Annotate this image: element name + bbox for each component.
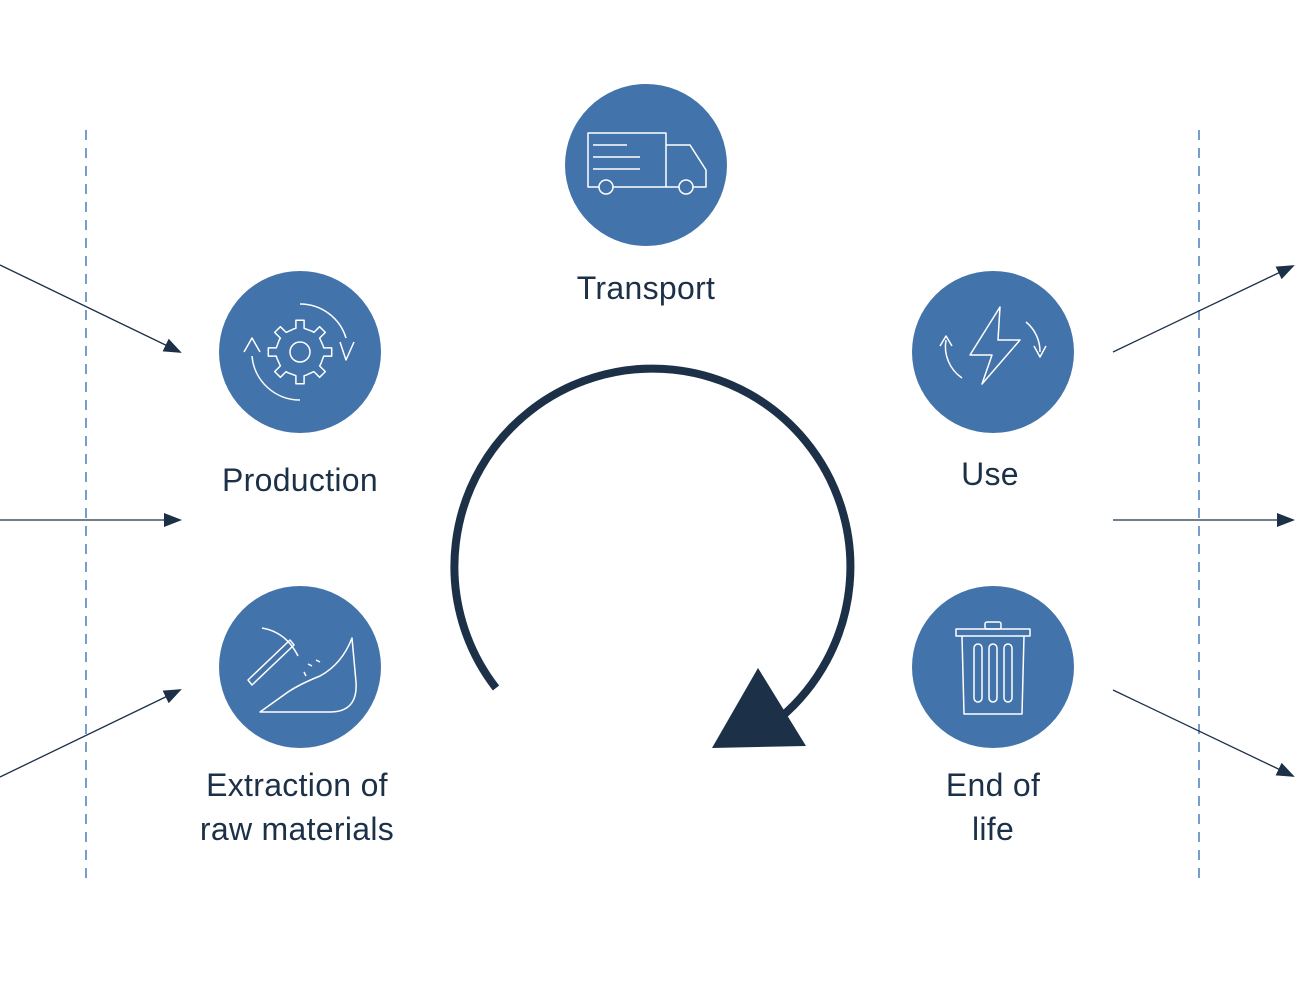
pickaxe-mining-icon	[247, 627, 357, 713]
end-of-life-label-line2: life	[971, 811, 1015, 847]
end-of-life-stage-circle	[912, 586, 1074, 748]
use-label: Use	[961, 456, 1019, 492]
gear-cycle-icon	[243, 303, 355, 401]
energy-cycle-icon	[939, 306, 1047, 385]
extraction-label-line2: raw materials	[199, 811, 395, 847]
input-arrow-bottom	[0, 689, 182, 778]
production-label: Production	[222, 462, 378, 498]
use-stage-circle	[912, 271, 1074, 433]
end-of-life-label-line1: End of	[945, 767, 1041, 803]
output-arrow-bottom	[1112, 689, 1295, 777]
trash-bin-icon	[955, 621, 1031, 715]
cycle-arrow-icon	[450, 364, 855, 748]
extraction-stage-circle	[219, 586, 381, 748]
truck-icon	[587, 132, 707, 195]
extraction-label-line1: Extraction of	[206, 767, 388, 803]
transport-stage-circle	[565, 84, 727, 246]
input-arrow-top	[0, 264, 182, 353]
end-of-life-label: End of life	[843, 763, 1143, 851]
extraction-label: Extraction of raw materials	[147, 763, 447, 851]
production-stage-circle	[219, 271, 381, 433]
transport-label: Transport	[576, 270, 716, 306]
output-arrow-top	[1112, 265, 1295, 353]
